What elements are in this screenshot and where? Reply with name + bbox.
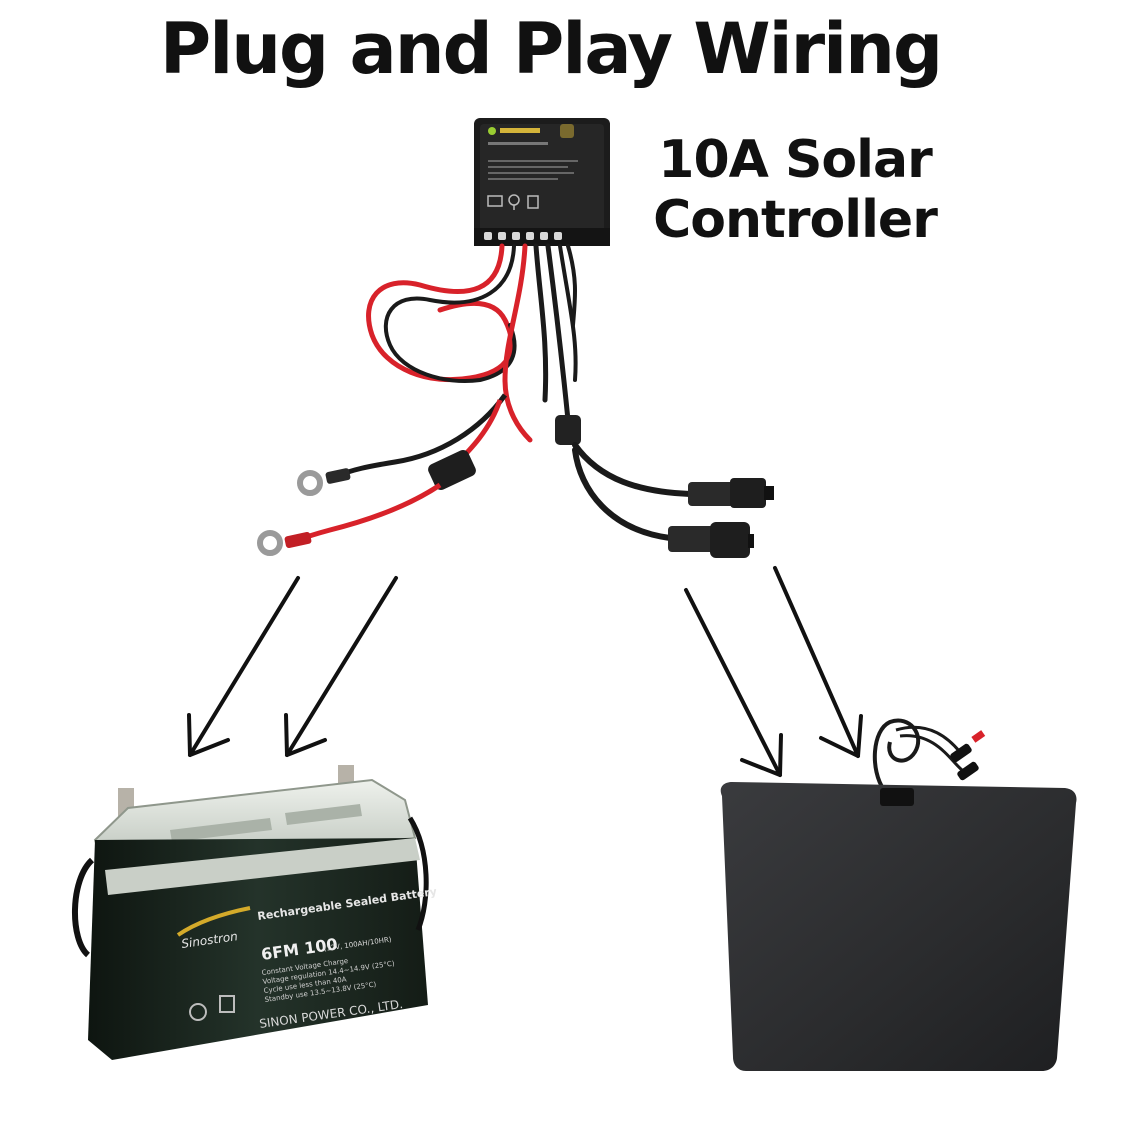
recycle-icon (189, 995, 235, 1021)
arrow-to-solar-panel-left (684, 588, 783, 777)
battery: Sinostron Rechargeable Sealed Battery 6F… (71, 765, 438, 1060)
arrows (187, 566, 863, 777)
ring-terminal-icon (257, 530, 283, 556)
battery-positive-lead (257, 399, 503, 556)
battery-cable-loop (366, 243, 549, 443)
fuse-holder-icon (428, 449, 476, 491)
status-led-icon (488, 127, 496, 135)
controller-symbols-icon (487, 194, 539, 210)
solar-panel (720, 718, 1077, 1071)
ring-terminal-icon (297, 470, 323, 496)
solar-cable (545, 243, 693, 541)
arrow-to-battery-negative (187, 576, 300, 757)
battery-negative-lead (297, 393, 508, 496)
mc4-connector-icon (688, 478, 774, 508)
page-title: Plug and Play Wiring (159, 8, 943, 90)
controller-label-line2: Controller (653, 190, 938, 250)
controller-label-line1: 10A Solar (658, 130, 932, 190)
junction-box-icon (880, 788, 914, 806)
mc4-connector-icon (668, 522, 754, 558)
arrow-to-battery-positive (284, 576, 398, 757)
brand-swoosh-icon (176, 906, 251, 937)
arrow-to-solar-panel-right (773, 566, 863, 758)
controller-label: 10A Solar Controller (640, 130, 950, 250)
charge-controller (474, 118, 610, 246)
